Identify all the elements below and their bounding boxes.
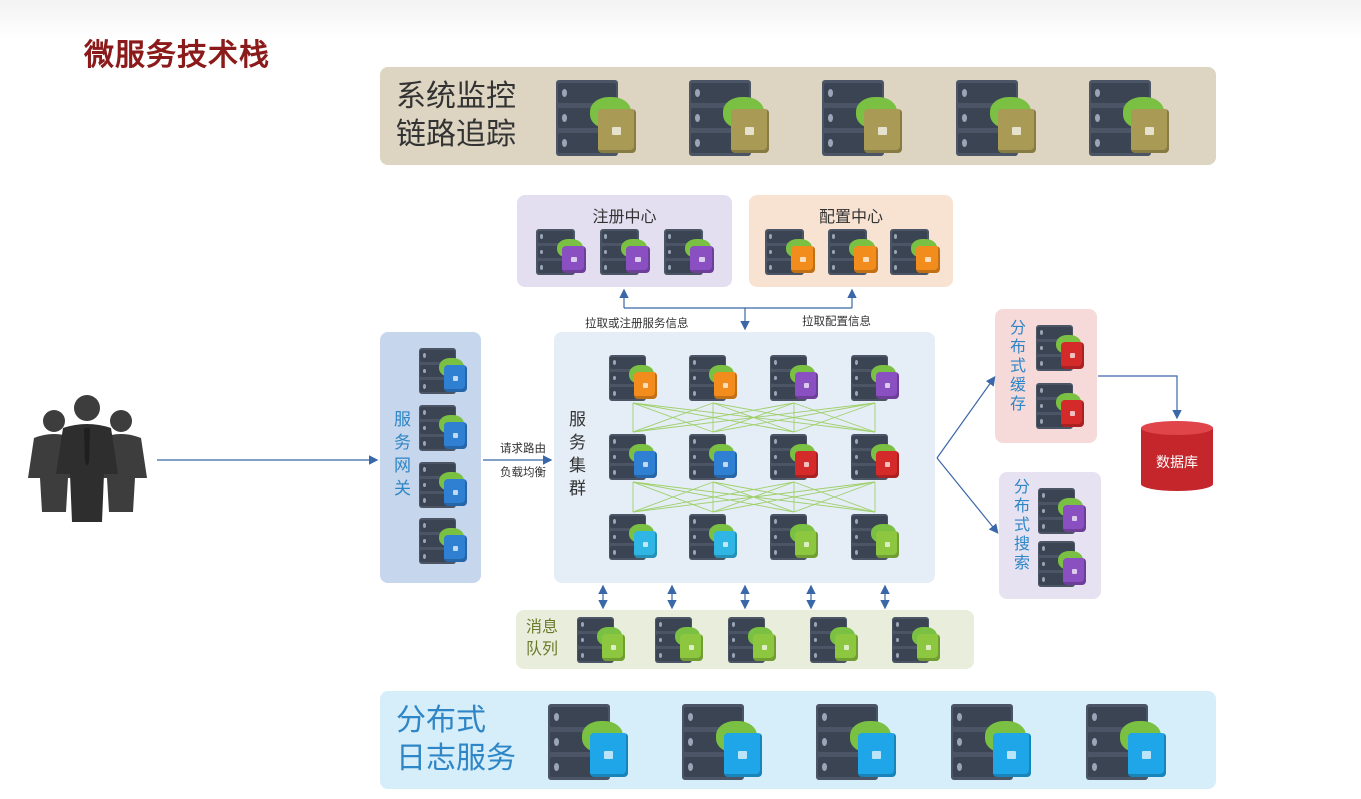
logs-label-2: 日志服务 <box>396 741 516 776</box>
gateway-label: 服务网关 <box>390 410 410 502</box>
mq-server-4 <box>810 617 858 663</box>
registry-title: 注册中心 <box>592 207 657 226</box>
log-server-5 <box>1086 704 1166 780</box>
monitor-server-1 <box>556 80 636 156</box>
search-label: 分布式搜索 <box>1011 478 1030 573</box>
mq-label-2: 队列 <box>526 639 559 658</box>
cluster-server-3-2 <box>689 514 737 560</box>
config-server-3 <box>890 229 940 275</box>
cluster-server-3-1 <box>609 514 657 560</box>
log-server-4 <box>951 704 1031 780</box>
config-server-1 <box>765 229 815 275</box>
monitor-label-2: 链路追踪 <box>396 117 516 152</box>
cluster-mq-arrows <box>598 584 890 610</box>
cluster-server-2-4 <box>851 434 899 480</box>
database-cylinder <box>1141 421 1213 491</box>
mq-label-1: 消息 <box>526 617 559 636</box>
monitor-server-2 <box>689 80 769 156</box>
cluster-label: 服务集群 <box>565 410 585 502</box>
monitor-server-4 <box>956 80 1036 156</box>
cluster-server-3-4 <box>851 514 899 560</box>
monitoring-panel: 系统监控 链路追踪 <box>380 67 1216 165</box>
registry-server-1 <box>536 229 586 275</box>
edge-label-balance: 负载均衡 <box>500 465 546 479</box>
logging-panel: 分布式 日志服务 <box>380 691 1216 789</box>
cluster-server-1-2 <box>689 355 737 401</box>
log-server-3 <box>816 704 896 780</box>
monitor-label-1: 系统监控 <box>396 79 516 114</box>
cluster-to-cache-search-arrows <box>936 376 999 534</box>
monitor-server-5 <box>1089 80 1169 156</box>
mq-server-1 <box>577 617 625 663</box>
registry-server-2 <box>600 229 650 275</box>
mq-label: 消息 队列 <box>526 616 558 660</box>
monitor-server-3 <box>822 80 902 156</box>
search-server-1 <box>1038 488 1086 534</box>
cluster-server-2-1 <box>609 434 657 480</box>
cluster-server-2-3 <box>770 434 818 480</box>
edge-label-pull-register: 拉取或注册服务信息 <box>585 316 689 330</box>
cluster-to-registry-config-arrows <box>619 288 857 331</box>
log-server-2 <box>682 704 762 780</box>
cluster-server-3-3 <box>770 514 818 560</box>
logs-label-1: 分布式 <box>396 703 486 738</box>
mq-server-2 <box>655 617 703 663</box>
gateway-server-1 <box>419 348 467 394</box>
users-icon <box>28 395 147 522</box>
gateway-server-4 <box>419 518 467 564</box>
cluster-server-1-1 <box>609 355 657 401</box>
cache-label: 分布式缓存 <box>1007 319 1026 414</box>
cluster-server-2-2 <box>689 434 737 480</box>
gateway-server-3 <box>419 462 467 508</box>
registry-server-3 <box>664 229 714 275</box>
database-label: 数据库 <box>1156 455 1198 471</box>
cache-server-2 <box>1036 383 1084 429</box>
config-server-2 <box>828 229 878 275</box>
edge-label-route: 请求路由 <box>500 441 546 455</box>
mq-server-3 <box>728 617 776 663</box>
search-server-2 <box>1038 541 1086 587</box>
cluster-server-1-4 <box>851 355 899 401</box>
edge-label-pull-config: 拉取配置信息 <box>802 314 871 328</box>
cluster-mesh-lines <box>632 402 876 513</box>
cache-server-1 <box>1036 325 1084 371</box>
log-server-1 <box>548 704 628 780</box>
mq-server-5 <box>892 617 940 663</box>
page-title: 微服务技术栈 <box>84 38 270 73</box>
cache-to-db-arrow <box>1098 375 1182 420</box>
gateway-server-2 <box>419 405 467 451</box>
config-title: 配置中心 <box>818 207 883 226</box>
cluster-server-1-3 <box>770 355 818 401</box>
